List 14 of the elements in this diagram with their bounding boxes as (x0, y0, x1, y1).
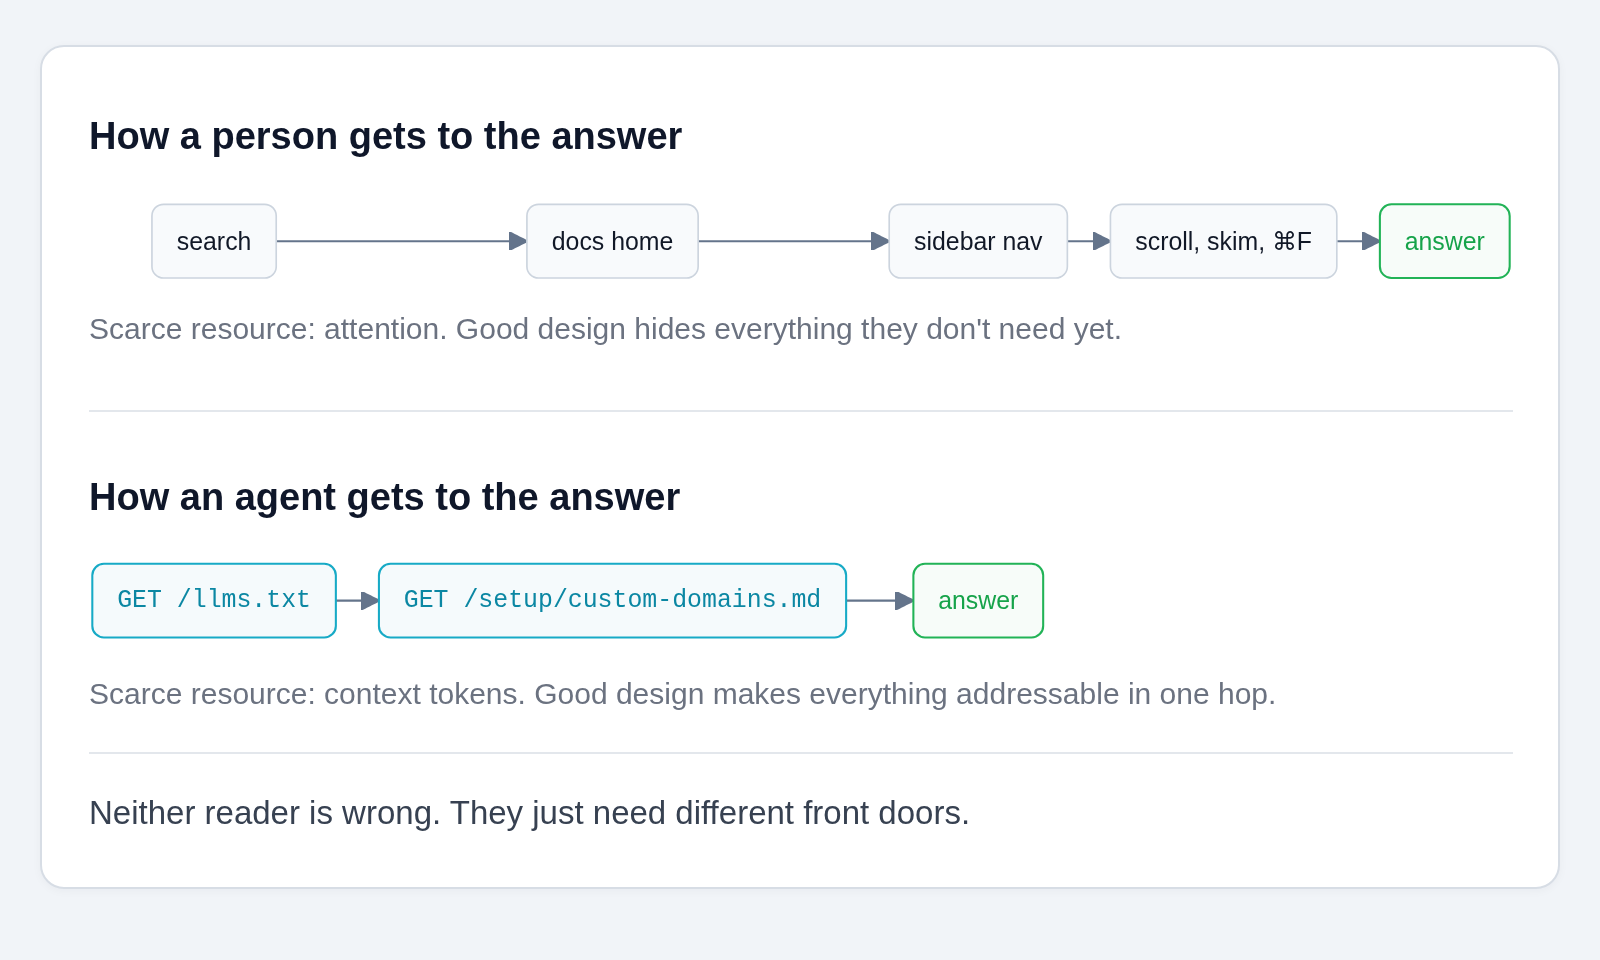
caption-text: Scarce resource: context tokens. Good design makes everything addressable in one hop. (89, 677, 1277, 712)
section-heading: How an agent gets to the answer (89, 476, 681, 521)
node-box (526, 203, 699, 279)
node-box (912, 562, 1045, 639)
note-text: Neither reader is wrong. They just need different front doors. (89, 794, 971, 833)
node-box (1378, 202, 1511, 279)
node-box (888, 203, 1069, 279)
card-panel: search docs home sidebar nav scroll, skim, ⌘F answer GET /llms.txt GET /setup/custom-domains.md answer How a person gets to the answer Scarce resource: attention. Good design hides everything they don't need yet. How an agent gets to the answer Scarce resource: context tokens. Good design makes everything addressable in one hop. Neither reader is wrong. They just need different front doors. (40, 45, 1560, 890)
node-box (1109, 203, 1338, 279)
node-box (377, 562, 848, 639)
section-heading: How a person gets to the answer (89, 115, 683, 159)
node-box (151, 203, 278, 279)
caption-text: Scarce resource: attention. Good design hides everything they don't need yet. (89, 311, 1123, 347)
node-box (91, 562, 337, 639)
